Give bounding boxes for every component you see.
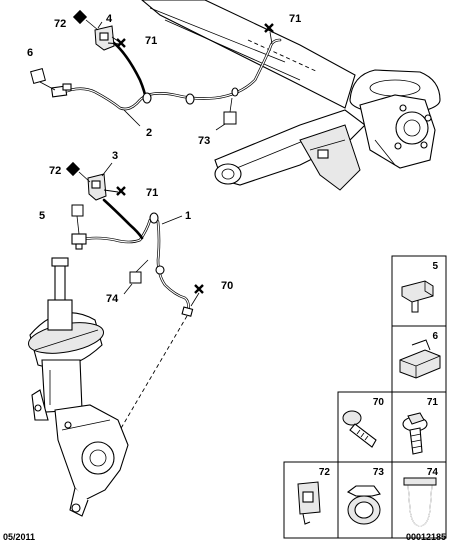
bolt-70-icon (342, 410, 377, 448)
callout-71-axle: 71 (289, 13, 301, 25)
callout-6: 6 (27, 47, 33, 59)
part-number-6: 6 (432, 331, 438, 342)
bracket-3 (87, 173, 119, 201)
clip-nut-72-icon (297, 481, 321, 525)
callout-1: 1 (185, 210, 191, 222)
footer-date: 05/2011 (3, 532, 35, 542)
front-strut-assembly (27, 257, 129, 517)
callout-2: 2 (146, 127, 152, 139)
parts-table: 5 6 70 71 (283, 255, 447, 539)
part-number-71: 71 (427, 397, 439, 408)
callout-74: 74 (106, 293, 119, 305)
cross-symbol-71c (116, 186, 126, 196)
cable-tie-74-icon (403, 477, 437, 527)
callout-71-top: 71 (145, 35, 157, 47)
callout-70: 70 (221, 280, 233, 292)
diamond-symbol-72b (65, 161, 81, 177)
square-symbol-6 (30, 68, 46, 84)
part-number-72: 72 (319, 467, 331, 478)
part-number-73: 73 (373, 467, 385, 478)
callout-73: 73 (198, 135, 210, 147)
part-number-74: 74 (427, 467, 439, 478)
connector-6-icon (399, 339, 441, 379)
cross-symbol-70 (194, 284, 204, 294)
square-symbol-5 (71, 204, 84, 217)
diamond-symbol-72a (72, 9, 88, 25)
rear-axle-beam (141, 0, 441, 191)
bracket-4 (94, 25, 121, 51)
callout-71-mid: 71 (146, 187, 158, 199)
square-symbol-73 (223, 111, 237, 125)
callout-72-mid: 72 (49, 165, 61, 177)
cross-symbol-71a (116, 38, 126, 48)
callout-labels: 72 4 71 71 6 2 73 3 72 71 5 1 70 74 (27, 13, 301, 305)
footer-reference: 00012185 (406, 532, 446, 542)
part-number-70: 70 (373, 397, 385, 408)
callout-5: 5 (39, 210, 45, 222)
callout-3: 3 (112, 150, 118, 162)
part-cell-74 (391, 461, 447, 539)
cross-symbol-71b (264, 23, 274, 33)
callout-72-top: 72 (54, 18, 66, 30)
part-number-5: 5 (432, 261, 438, 272)
clip-5-icon (401, 280, 434, 313)
flange-bolt-71-icon (402, 412, 428, 455)
callout-4: 4 (106, 13, 113, 25)
front-sensor-cable (71, 198, 194, 431)
rear-sensor-cable (50, 38, 282, 111)
square-symbol-74 (129, 271, 142, 284)
clamp-73-icon (346, 485, 381, 525)
